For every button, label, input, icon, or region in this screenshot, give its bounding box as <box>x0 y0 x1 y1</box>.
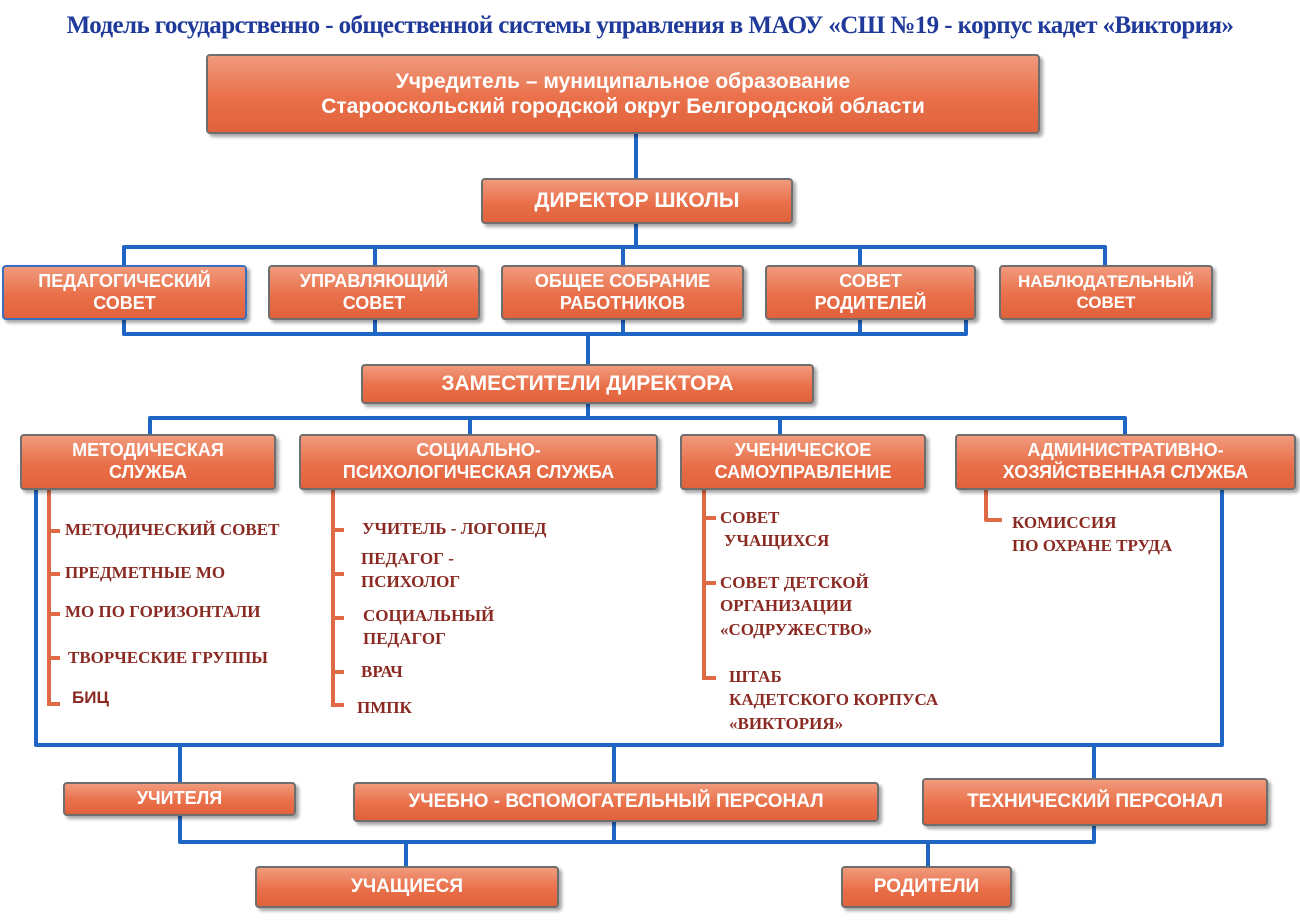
founder-line1: Учредитель – муниципальное образование <box>395 69 851 93</box>
general-meeting-line1: ОБЩЕЕ СОБРАНИЕ <box>534 270 711 291</box>
methodical-item: ТВОРЧЕСКИЕ ГРУППЫ <box>68 648 268 667</box>
pedagogical-council-line1: ПЕДАГОГИЧЕСКИЙ <box>38 270 211 291</box>
pedagogical-council-box: ПЕДАГОГИЧЕСКИЙ СОВЕТ <box>2 265 247 320</box>
social-item: ПМПК <box>357 696 412 721</box>
methodical-item: БИЦ <box>72 688 109 707</box>
pedagogical-council-line2: СОВЕТ <box>93 292 156 313</box>
students-box: УЧАЩИЕСЯ <box>255 866 559 908</box>
methodical-service-line1: МЕТОДИЧЕСКАЯ <box>72 440 224 461</box>
admin-item-line: КОМИССИЯ <box>1012 513 1117 532</box>
social-item: УЧИТЕЛЬ - ЛОГОПЕД <box>362 517 546 542</box>
social-item: ВРАЧ <box>361 660 403 685</box>
admin-service-line1: АДМИНИСТРАТИВНО- <box>1027 440 1224 461</box>
student-item: СОВЕТ ДЕТСКОЙ ОРГАНИЗАЦИИ «СОДРУЖЕСТВО» <box>720 571 872 641</box>
student-item-line: «СОДРУЖЕСТВО» <box>720 619 873 639</box>
social-service-line1: СОЦИАЛЬНО- <box>416 440 541 461</box>
social-service-line2: ПСИХОЛОГИЧЕСКАЯ СЛУЖБА <box>342 462 615 482</box>
social-item: СОЦИАЛЬНЫЙ ПЕДАГОГ <box>363 605 494 651</box>
social-item-line: СОЦИАЛЬНЫЙ <box>363 606 495 625</box>
methodical-item: МО ПО ГОРИЗОНТАЛИ <box>65 602 261 621</box>
managing-council-line1: УПРАВЛЯЮЩИЙ <box>299 270 449 291</box>
methodical-item: МЕТОДИЧЕСКИЙ СОВЕТ <box>65 520 280 539</box>
parents-council-line1: СОВЕТ <box>839 270 902 291</box>
technical-staff-label: ТЕХНИЧЕСКИЙ ПЕРСОНАЛ <box>967 790 1223 812</box>
general-meeting-box: ОБЩЕЕ СОБРАНИЕ РАБОТНИКОВ <box>501 265 744 320</box>
parents-council-line2: РОДИТЕЛЕЙ <box>814 292 927 313</box>
support-staff-box: УЧЕБНО - ВСПОМОГАТЕЛЬНЫЙ ПЕРСОНАЛ <box>353 782 879 822</box>
managing-council-box: УПРАВЛЯЮЩИЙ СОВЕТ <box>268 265 480 320</box>
social-item-line: ПСИХОЛОГ <box>361 571 461 591</box>
student-service-line2: САМОУПРАВЛЕНИЕ <box>714 462 892 482</box>
admin-service-box: АДМИНИСТРАТИВНО- ХОЗЯЙСТВЕННАЯ СЛУЖБА <box>955 434 1296 490</box>
deputies-box: ЗАМЕСТИТЕЛИ ДИРЕКТОРА <box>361 364 814 404</box>
student-item-line: «ВИКТОРИЯ» <box>729 713 844 733</box>
social-item-line: ПМПК <box>357 698 412 717</box>
page-title: Модель государственно - общественной сис… <box>66 12 1234 39</box>
teachers-label: УЧИТЕЛЯ <box>136 788 223 809</box>
student-item-line: СОВЕТ <box>720 508 780 527</box>
student-item-line: КАДЕТСКОГО КОРПУСА <box>729 690 939 710</box>
student-service-line1: УЧЕНИЧЕСКОЕ <box>734 440 872 461</box>
parents-label: РОДИТЕЛИ <box>873 875 980 897</box>
social-item: ПЕДАГОГ - ПСИХОЛОГ <box>361 548 460 594</box>
support-staff-label: УЧЕБНО - ВСПОМОГАТЕЛЬНЫЙ ПЕРСОНАЛ <box>408 790 824 812</box>
director-label: ДИРЕКТОР ШКОЛЫ <box>534 189 740 213</box>
deputies-label: ЗАМЕСТИТЕЛИ ДИРЕКТОРА <box>441 372 734 396</box>
methodical-service-box: МЕТОДИЧЕСКАЯ СЛУЖБА <box>20 434 276 490</box>
methodical-item: ПРЕДМЕТНЫЕ МО <box>65 563 226 582</box>
student-item-line: ШТАБ <box>729 667 782 686</box>
student-item: ШТАБ КАДЕТСКОГО КОРПУСА «ВИКТОРИЯ» <box>729 665 938 735</box>
technical-staff-box: ТЕХНИЧЕСКИЙ ПЕРСОНАЛ <box>922 778 1268 826</box>
teachers-box: УЧИТЕЛЯ <box>63 782 296 816</box>
general-meeting-line2: РАБОТНИКОВ <box>559 292 686 313</box>
supervisory-council-line1: НАБЛЮДАТЕЛЬНЫЙ <box>1018 272 1194 292</box>
parents-box: РОДИТЕЛИ <box>841 866 1012 908</box>
managing-council-line2: СОВЕТ <box>342 292 406 313</box>
social-service-box: СОЦИАЛЬНО- ПСИХОЛОГИЧЕСКАЯ СЛУЖБА <box>299 434 658 490</box>
student-service-box: УЧЕНИЧЕСКОЕ САМОУПРАВЛЕНИЕ <box>680 434 926 490</box>
student-item-line: СОВЕТ ДЕТСКОЙ <box>720 573 869 592</box>
founder-line2: Старооскольский городской округ Белгород… <box>321 95 925 118</box>
parents-council-box: СОВЕТ РОДИТЕЛЕЙ <box>765 265 976 320</box>
social-item-line: ПЕДАГОГ - <box>361 549 454 568</box>
social-item-line: УЧИТЕЛЬ - ЛОГОПЕД <box>362 519 547 538</box>
supervisory-council-line2: СОВЕТ <box>1076 292 1136 312</box>
director-box: ДИРЕКТОР ШКОЛЫ <box>481 178 793 224</box>
social-item-line: ВРАЧ <box>361 662 403 681</box>
methodical-service-line2: СЛУЖБА <box>109 462 187 482</box>
student-item-line: ОРГАНИЗАЦИИ <box>720 596 853 616</box>
admin-item: КОМИССИЯ ПО ОХРАНЕ ТРУДА <box>1012 511 1172 558</box>
founder-box: Учредитель – муниципальное образование С… <box>206 54 1040 134</box>
student-item: СОВЕТ УЧАЩИХСЯ <box>720 506 829 553</box>
admin-item-line: ПО ОХРАНЕ ТРУДА <box>1012 536 1173 556</box>
admin-service-line2: ХОЗЯЙСТВЕННАЯ СЛУЖБА <box>1002 462 1249 482</box>
students-label: УЧАЩИЕСЯ <box>351 875 463 897</box>
social-item-line: ПЕДАГОГ <box>363 628 446 648</box>
supervisory-council-box: НАБЛЮДАТЕЛЬНЫЙ СОВЕТ <box>999 265 1213 320</box>
student-item-line: УЧАЩИХСЯ <box>724 531 830 551</box>
